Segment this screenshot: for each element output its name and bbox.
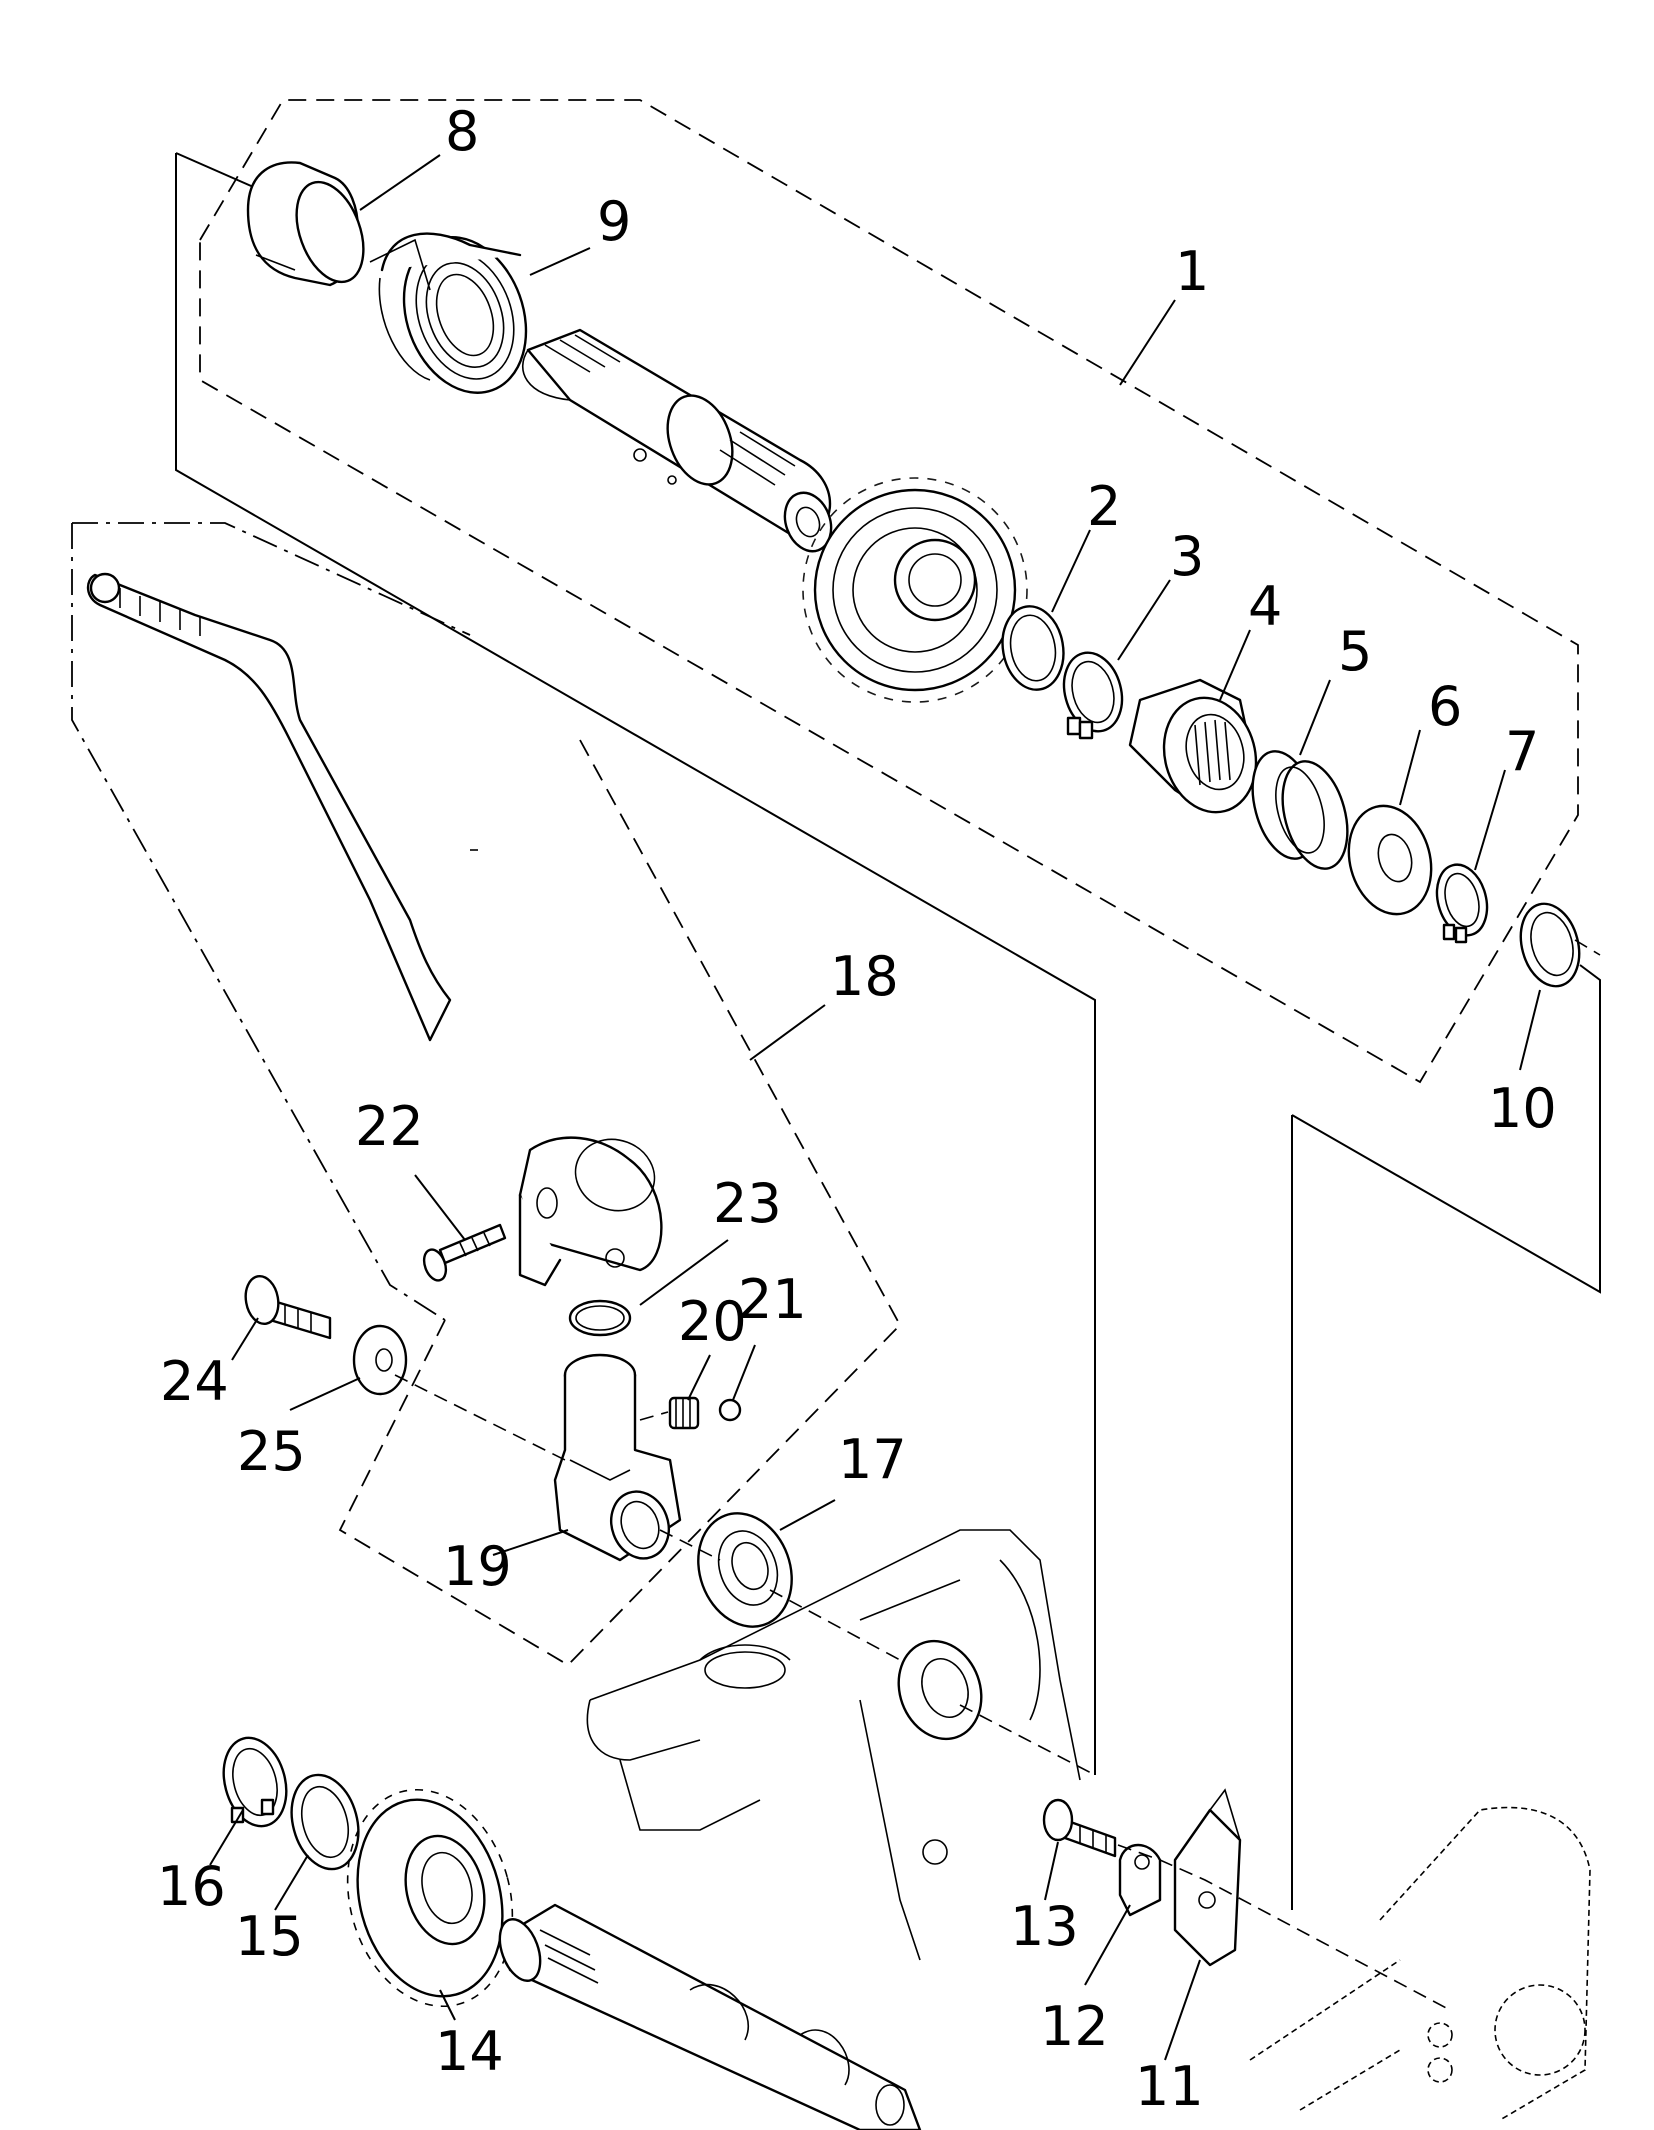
callout-22: 22	[355, 1095, 424, 1158]
callout-7: 7	[1505, 720, 1539, 783]
part-3-circlip	[1062, 651, 1124, 740]
part-10-washer	[1519, 902, 1581, 988]
output-shaft	[498, 1903, 922, 2130]
callout-11: 11	[1135, 2055, 1204, 2118]
part-17-oil-seal	[697, 1512, 793, 1628]
part-9-torsion-spring	[369, 232, 528, 394]
callout-2: 2	[1087, 475, 1121, 538]
callout-12: 12	[1040, 1995, 1109, 2058]
callout-9: 9	[597, 190, 631, 253]
part-20-spring	[668, 1396, 700, 1430]
kick-gear	[802, 477, 1028, 703]
kick-shaft	[522, 328, 833, 553]
part-25-washer	[352, 1324, 408, 1396]
callout-14: 14	[435, 2020, 504, 2083]
callout-3: 3	[1170, 525, 1204, 588]
part-14-idle-gear	[346, 1788, 514, 2008]
callout-15: 15	[235, 1905, 304, 1968]
part-19-kick-boss	[553, 1353, 682, 1562]
callout-labels: 8 9 1 2 3 4 5 6 7 10 18 22 23 20 21 24 2…	[157, 100, 1557, 2118]
part-13-bolt	[1042, 1798, 1117, 1858]
part-16-circlip	[222, 1736, 288, 1828]
callout-21: 21	[738, 1268, 807, 1331]
callout-19: 19	[443, 1535, 512, 1598]
assembly-axes	[394, 939, 1601, 2011]
housing-lower-right	[1249, 1806, 1591, 2121]
part-2-washer	[1001, 605, 1065, 691]
callout-4: 4	[1248, 575, 1282, 638]
kick-crank-arm	[86, 572, 663, 1287]
leader-lines	[209, 154, 1541, 2061]
callout-18: 18	[830, 945, 899, 1008]
callout-17: 17	[838, 1428, 907, 1491]
part-23-oring	[568, 1299, 632, 1337]
part-8-collar	[246, 161, 365, 287]
callout-20: 20	[678, 1290, 747, 1353]
callout-13: 13	[1010, 1895, 1079, 1958]
callout-10: 10	[1488, 1077, 1557, 1140]
part-15-washer	[290, 1773, 360, 1871]
callout-24: 24	[160, 1350, 229, 1413]
callout-8: 8	[445, 100, 479, 163]
part-11-ratchet-guide	[1173, 1788, 1242, 1967]
crankcase	[586, 1529, 1081, 1961]
part-5-spring	[1251, 750, 1349, 870]
part-12-lock-washer	[1118, 1843, 1162, 1917]
part-4-ratchet	[1128, 678, 1258, 814]
part-22-screw	[422, 1223, 507, 1282]
callout-5: 5	[1338, 620, 1372, 683]
part-6-washer	[1347, 804, 1433, 916]
callout-23: 23	[713, 1172, 782, 1235]
callout-6: 6	[1428, 675, 1462, 738]
part-7-circlip	[1435, 863, 1489, 944]
callout-16: 16	[157, 1855, 226, 1918]
assembly-18-outline	[71, 522, 902, 1667]
callout-25: 25	[237, 1420, 306, 1483]
part-21-ball	[718, 1398, 742, 1422]
part-24-bolt	[244, 1275, 332, 1340]
callout-1: 1	[1175, 240, 1209, 303]
